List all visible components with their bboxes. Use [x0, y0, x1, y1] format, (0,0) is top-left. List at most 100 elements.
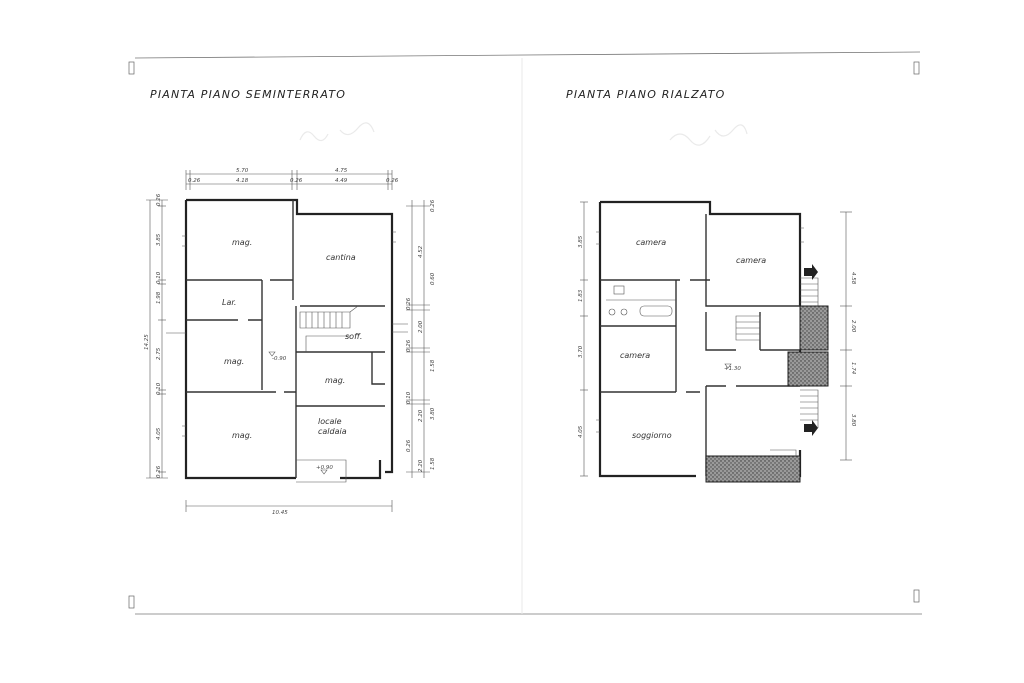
plan-line	[596, 231, 600, 433]
sheet-corner-mark	[128, 595, 135, 609]
plan-line	[800, 227, 804, 243]
dim-label: 4.75	[335, 168, 348, 174]
room-label: mag.	[224, 357, 244, 366]
plan-rect	[613, 285, 625, 295]
dim-label: 2.20	[418, 409, 424, 422]
plan-line	[736, 321, 760, 335]
plan-line	[800, 389, 819, 428]
dim-label: 1.74	[850, 362, 856, 375]
plan-line	[305, 335, 350, 352]
room-label: camera	[736, 256, 766, 265]
dim-label: 0.26	[156, 193, 162, 206]
dim-label: 2.00	[418, 320, 424, 333]
room-label: cantina	[326, 253, 356, 262]
dim-label: 2.75	[156, 347, 162, 360]
room-label: soggiorno	[632, 431, 672, 440]
plan-line	[296, 459, 347, 483]
dim-label: 0.60	[430, 272, 436, 285]
dim-label: 3.80	[850, 414, 856, 427]
room-label: camera	[636, 238, 666, 247]
plan-line	[392, 323, 408, 333]
room-label: Lar.	[222, 298, 236, 307]
faint-stamp	[299, 122, 375, 142]
dim-label: 0.26	[406, 439, 412, 452]
sheet-top-border	[134, 51, 921, 59]
fixture-circle	[620, 308, 628, 316]
plan-line	[705, 214, 800, 307]
plan-line	[182, 235, 186, 437]
faint-stamp	[669, 124, 748, 146]
plan-line	[296, 305, 385, 353]
dim-label: 0.26	[290, 178, 303, 184]
dim-label: 3.85	[578, 235, 584, 248]
plan-line	[724, 363, 732, 369]
left-plan: 5.70 4.75 0.26 0.26 0.26 4.18 4.49 10.45	[144, 168, 436, 516]
room-label: soff.	[345, 332, 362, 341]
dim-label: 4.58	[850, 272, 856, 285]
dim-label: 4.52	[418, 245, 424, 258]
plan-line	[320, 469, 328, 475]
dim-label: 3.70	[578, 345, 584, 358]
dim-label: 0.26	[406, 339, 412, 352]
dim-label: 4.49	[335, 178, 348, 184]
plan-line	[598, 200, 802, 478]
fixture-circle	[608, 308, 616, 316]
room-label: mag.	[232, 431, 252, 440]
plan-line	[184, 198, 394, 480]
terrace-hatch	[799, 305, 829, 351]
level-label: +1.30	[724, 366, 741, 372]
right-plan: 3.85 1.83 3.70 4.05 4.58 2.00 1.74 3.80	[578, 200, 856, 483]
dim-label: 3.85	[156, 233, 162, 246]
terrace-hatch	[705, 455, 801, 483]
plan-line	[800, 277, 819, 306]
room-label: mag.	[325, 376, 345, 385]
plan-rect	[639, 305, 673, 317]
dim-label: 0.26	[188, 178, 201, 184]
dim-label: 4.05	[156, 427, 162, 440]
dim-label: 1.58	[430, 457, 436, 470]
plan-line	[705, 312, 800, 351]
sheet-corner-mark	[913, 61, 920, 75]
plan-line	[268, 351, 276, 357]
left-plan-title: PIANTA PIANO SEMINTERRATO	[150, 88, 347, 101]
dim-label: 0.10	[156, 382, 162, 395]
sheet-corner-mark	[913, 589, 920, 603]
plan-line	[305, 312, 343, 328]
dim-label: 0.26	[386, 178, 399, 184]
dim-label: 0.26	[430, 199, 436, 212]
level-label: +0.90	[316, 465, 333, 471]
dim-label: 10.45	[272, 510, 288, 516]
entrance-arrow-icon	[804, 264, 818, 280]
dim-label: 0.10	[406, 391, 412, 404]
dim-label: 5.70	[236, 168, 249, 174]
dim-label: 1.83	[578, 289, 584, 302]
terrace-hatch	[787, 351, 829, 387]
dim-label: 3.80	[430, 407, 436, 420]
dim-label: 0.10	[156, 271, 162, 284]
plan-line	[735, 315, 761, 341]
dim-label: 4.18	[236, 178, 249, 184]
room-label: locale	[318, 417, 342, 426]
right-plan-title: PIANTA PIANO RIALZATO	[566, 88, 726, 101]
dim-label: 4.05	[578, 425, 584, 438]
entrance-arrow-icon	[804, 420, 818, 436]
room-label: mag.	[232, 238, 252, 247]
plan-line	[371, 352, 385, 385]
dim-label: 14.25	[144, 334, 150, 350]
plan-line	[340, 460, 382, 480]
plan-line	[349, 305, 359, 313]
dim-label: 0.26	[406, 297, 412, 310]
dim-label: 1.58	[430, 359, 436, 372]
plan-line	[392, 231, 396, 243]
dim-label: 0.26	[156, 465, 162, 478]
plan-line	[299, 311, 351, 329]
dim-label: 1.98	[156, 291, 162, 304]
plan-line	[770, 449, 797, 456]
room-label: caldaia	[318, 427, 347, 436]
sheet-corner-mark	[128, 61, 135, 75]
level-label: -0.90	[272, 356, 287, 362]
dim-label: 2.00	[850, 320, 856, 333]
room-label: camera	[620, 351, 650, 360]
